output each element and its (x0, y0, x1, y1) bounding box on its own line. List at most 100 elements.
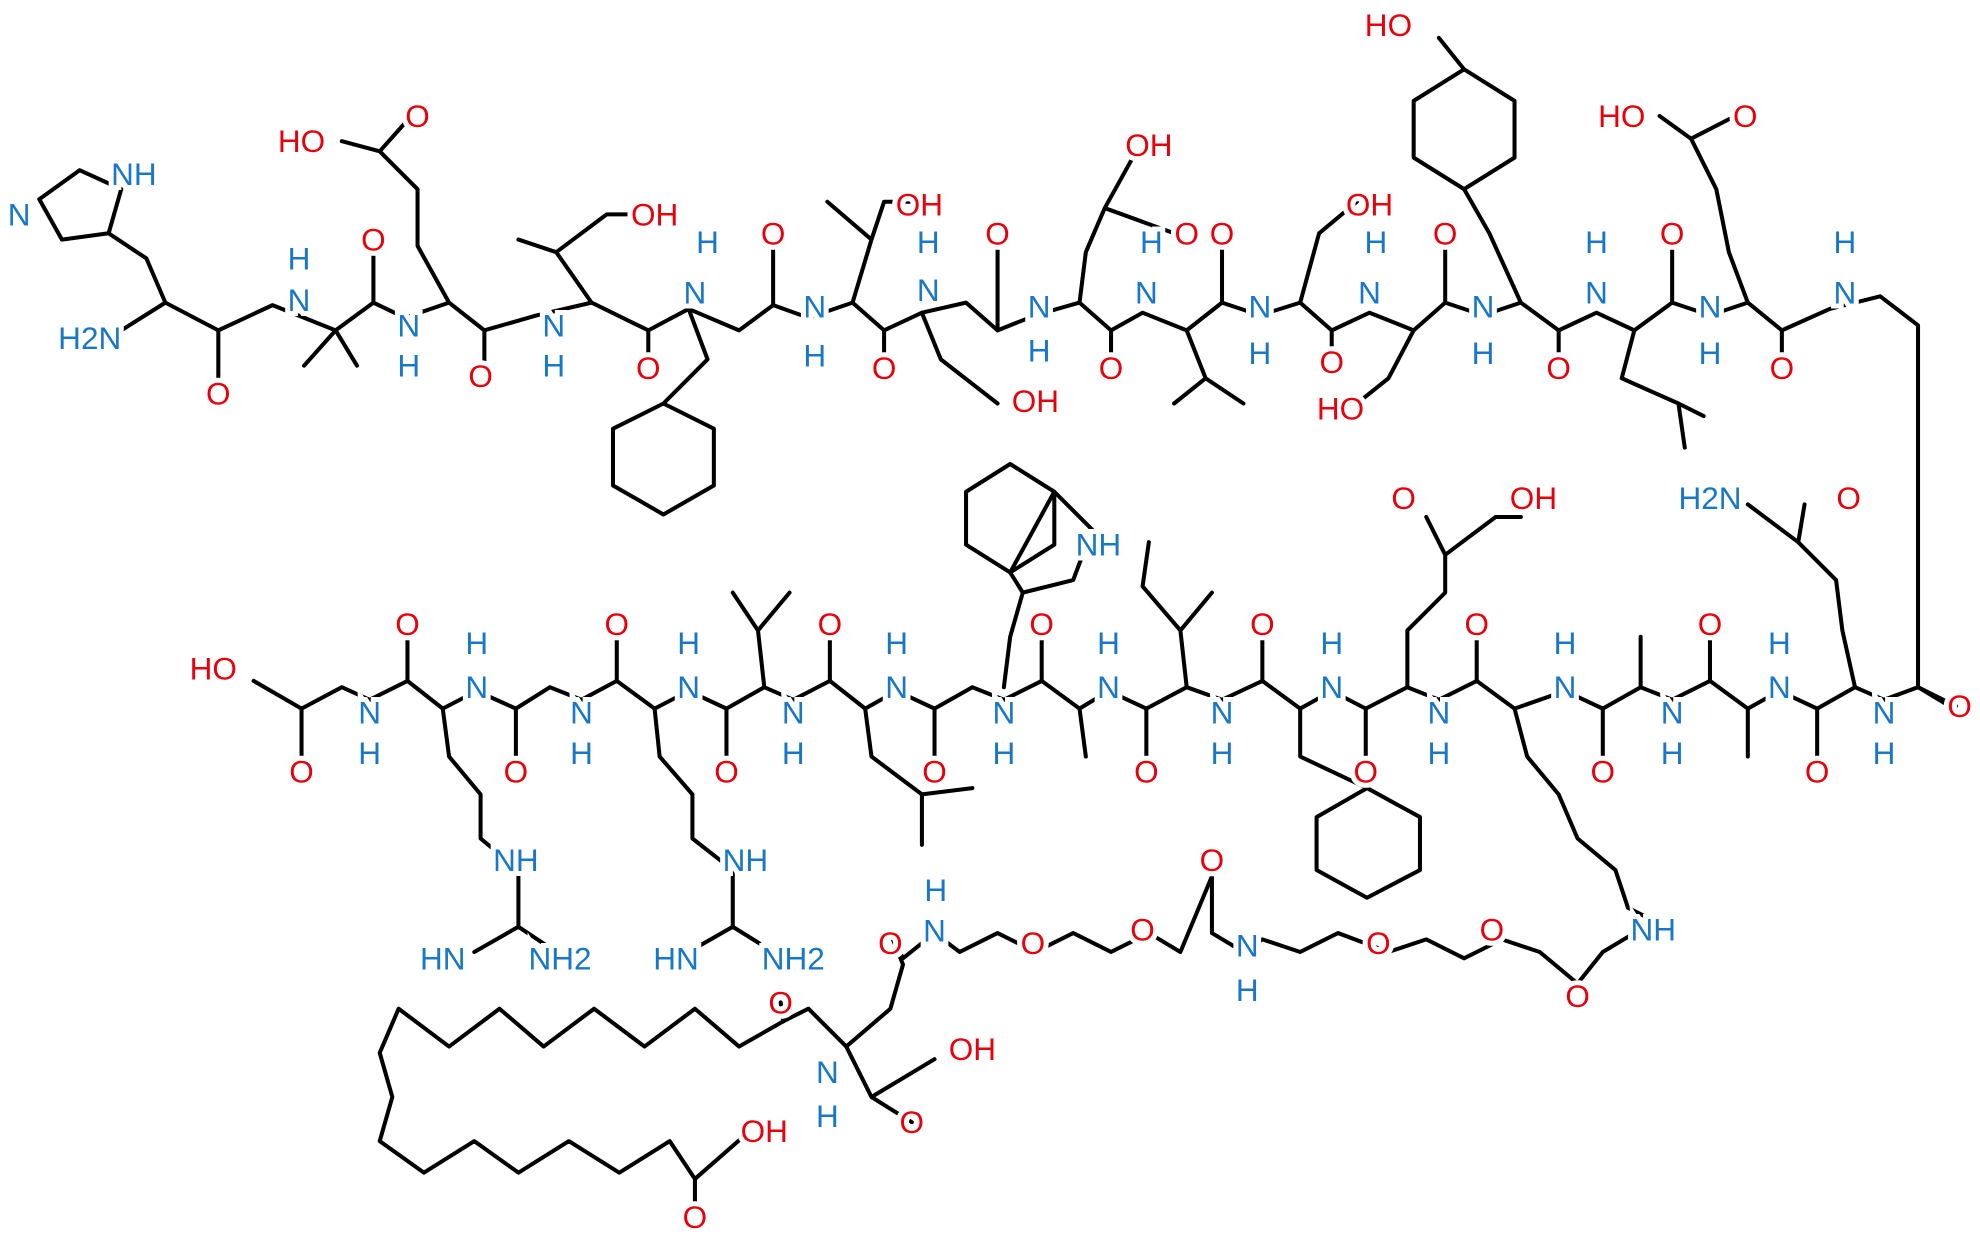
nitrogen-atom-label: N (1661, 694, 1684, 730)
peg-linker (377, 874, 1637, 1213)
oxygen-atom-label: O (1770, 350, 1795, 386)
oxygen-atom-label: O (878, 925, 903, 961)
nitrogen-atom-label: H (677, 625, 700, 661)
oxygen-atom-label: O (1565, 978, 1590, 1014)
oxygen-atom-label: O (1353, 754, 1378, 790)
nitrogen-atom-label: N (816, 1054, 839, 1090)
oxygen-atom-label: O (1591, 754, 1616, 790)
top-carbonyls (216, 243, 1784, 381)
nitrogen-atom-label: N (1554, 669, 1577, 705)
nitrogen-atom-label: N (8, 196, 31, 232)
oxygen-atom-label: O (395, 606, 420, 642)
nitrogen-atom-label: N (1211, 694, 1234, 730)
nitrogen-atom-label: N (677, 669, 700, 705)
oxygen-atom-label: O (636, 350, 661, 386)
nitrogen-atom-label: NH (1076, 527, 1122, 563)
phenyl-ring-2 (1314, 786, 1422, 900)
nitrogen-atom-label: NH (723, 842, 769, 878)
oxygen-atom-label: O (1480, 911, 1505, 947)
oxygen-atom-label: O (900, 1104, 925, 1140)
nitrogen-atom-label: N (1248, 288, 1271, 324)
nitrogen-atom-label: H (1236, 972, 1259, 1008)
oxygen-atom-label: HO (1317, 391, 1364, 427)
nitrogen-atom-label: H (542, 348, 565, 384)
nitrogen-atom-label: N (1097, 669, 1120, 705)
nitrogen-atom-label: H (1097, 625, 1120, 661)
nitrogen-atom-label: N (288, 282, 311, 318)
oxygen-atom-label: O (1319, 344, 1344, 380)
imidazole-ring (37, 168, 124, 242)
oxygen-atom-label: OH (1346, 186, 1393, 222)
nitrogen-atom-label: N (1472, 288, 1495, 324)
nitrogen-atom-label: N (1768, 669, 1791, 705)
oxygen-atom-label: O (504, 754, 529, 790)
nitrogen-atom-label: N (1428, 694, 1451, 730)
nitrogen-atom-label: N (542, 307, 565, 343)
oxygen-atom-label: O (818, 606, 843, 642)
nitrogen-atom-label: H (1028, 333, 1051, 369)
oxygen-atom-label: HO (1598, 98, 1645, 134)
nitrogen-atom-label: N (923, 913, 946, 949)
oxygen-atom-label: OH (949, 1031, 996, 1067)
nitrogen-atom-label: N (782, 694, 805, 730)
nitrogen-atom-label: H (397, 348, 420, 384)
nitrogen-atom-label: N (1135, 275, 1158, 311)
nitrogen-atom-label: NH2 (529, 940, 592, 976)
nitrogen-atom-label: H (696, 224, 719, 260)
nitrogen-atom-label: N (1699, 288, 1722, 324)
oxygen-atom-label: O (1464, 606, 1489, 642)
nitrogen-atom-label: HN (420, 940, 466, 976)
nitrogen-atom-label: H (1140, 224, 1163, 260)
nitrogen-atom-label: N (684, 275, 707, 311)
his-sidechain (106, 231, 168, 305)
oxygen-atom-label: OH (1012, 383, 1059, 419)
oxygen-atom-label: OH (631, 196, 678, 232)
nitrogen-atom-label: N (1834, 275, 1857, 311)
oxygen-atom-label: O (1546, 350, 1571, 386)
nitrogen-atom-label: H (1472, 335, 1495, 371)
oxygen-atom-label: O (1134, 754, 1159, 790)
tyr-oh-bond (1436, 35, 1467, 72)
nitrogen-atom-label: NH (111, 156, 157, 192)
nitrogen-atom-label: H (1248, 335, 1271, 371)
oxygen-atom-label: O (768, 984, 793, 1020)
oxygen-atom-label: O (289, 754, 314, 790)
middle-sidechains (440, 502, 1858, 955)
nitrogen-atom-label: H (1768, 625, 1791, 661)
nitrogen-atom-label: H (1834, 224, 1857, 260)
nitrogen-atom-label: N (1236, 928, 1259, 964)
nitrogen-atom-label: H (1428, 735, 1451, 771)
oxygen-atom-label: O (1698, 606, 1723, 642)
oxygen-atom-label: O (1836, 480, 1861, 516)
oxygen-atom-label: O (206, 375, 231, 411)
trp-sidechain (1001, 590, 1025, 690)
oxygen-atom-label: O (1021, 925, 1046, 961)
nitrogen-atom-label: NH2 (762, 940, 825, 976)
nitrogen-atom-label: N (1028, 288, 1051, 324)
nitrogen-atom-label: N (1358, 275, 1381, 311)
indole-benzene (964, 461, 1057, 575)
oxygen-atom-label: O (361, 222, 386, 258)
nitrogen-atom-label: H (465, 625, 488, 661)
nitrogen-atom-label: H (288, 240, 311, 276)
linker-extras (692, 1000, 937, 1181)
oxygen-atom-label: HO (278, 123, 325, 159)
oxygen-atom-label: OH (1510, 480, 1557, 516)
oxygen-atom-label: HO (1365, 7, 1412, 43)
nitrogen-atom-label: H2N (1678, 480, 1741, 516)
oxygen-atom-label: O (1210, 215, 1235, 251)
nitrogen-atom-label: H (1873, 735, 1896, 771)
oxygen-atom-label: O (922, 754, 947, 790)
nitrogen-atom-label: NH (1630, 911, 1676, 947)
nitrogen-atom-label: H (1585, 224, 1608, 260)
nitrogen-atom-label: H (1554, 625, 1577, 661)
nitrogen-atom-label: H (570, 735, 593, 771)
nitrogen-atom-label: H (924, 872, 947, 908)
nitrogen-atom-label: HN (653, 940, 699, 976)
nitrogen-atom-label: N (1873, 694, 1896, 730)
nitrogen-atom-label: N (397, 307, 420, 343)
oxygen-atom-label: O (1029, 606, 1054, 642)
